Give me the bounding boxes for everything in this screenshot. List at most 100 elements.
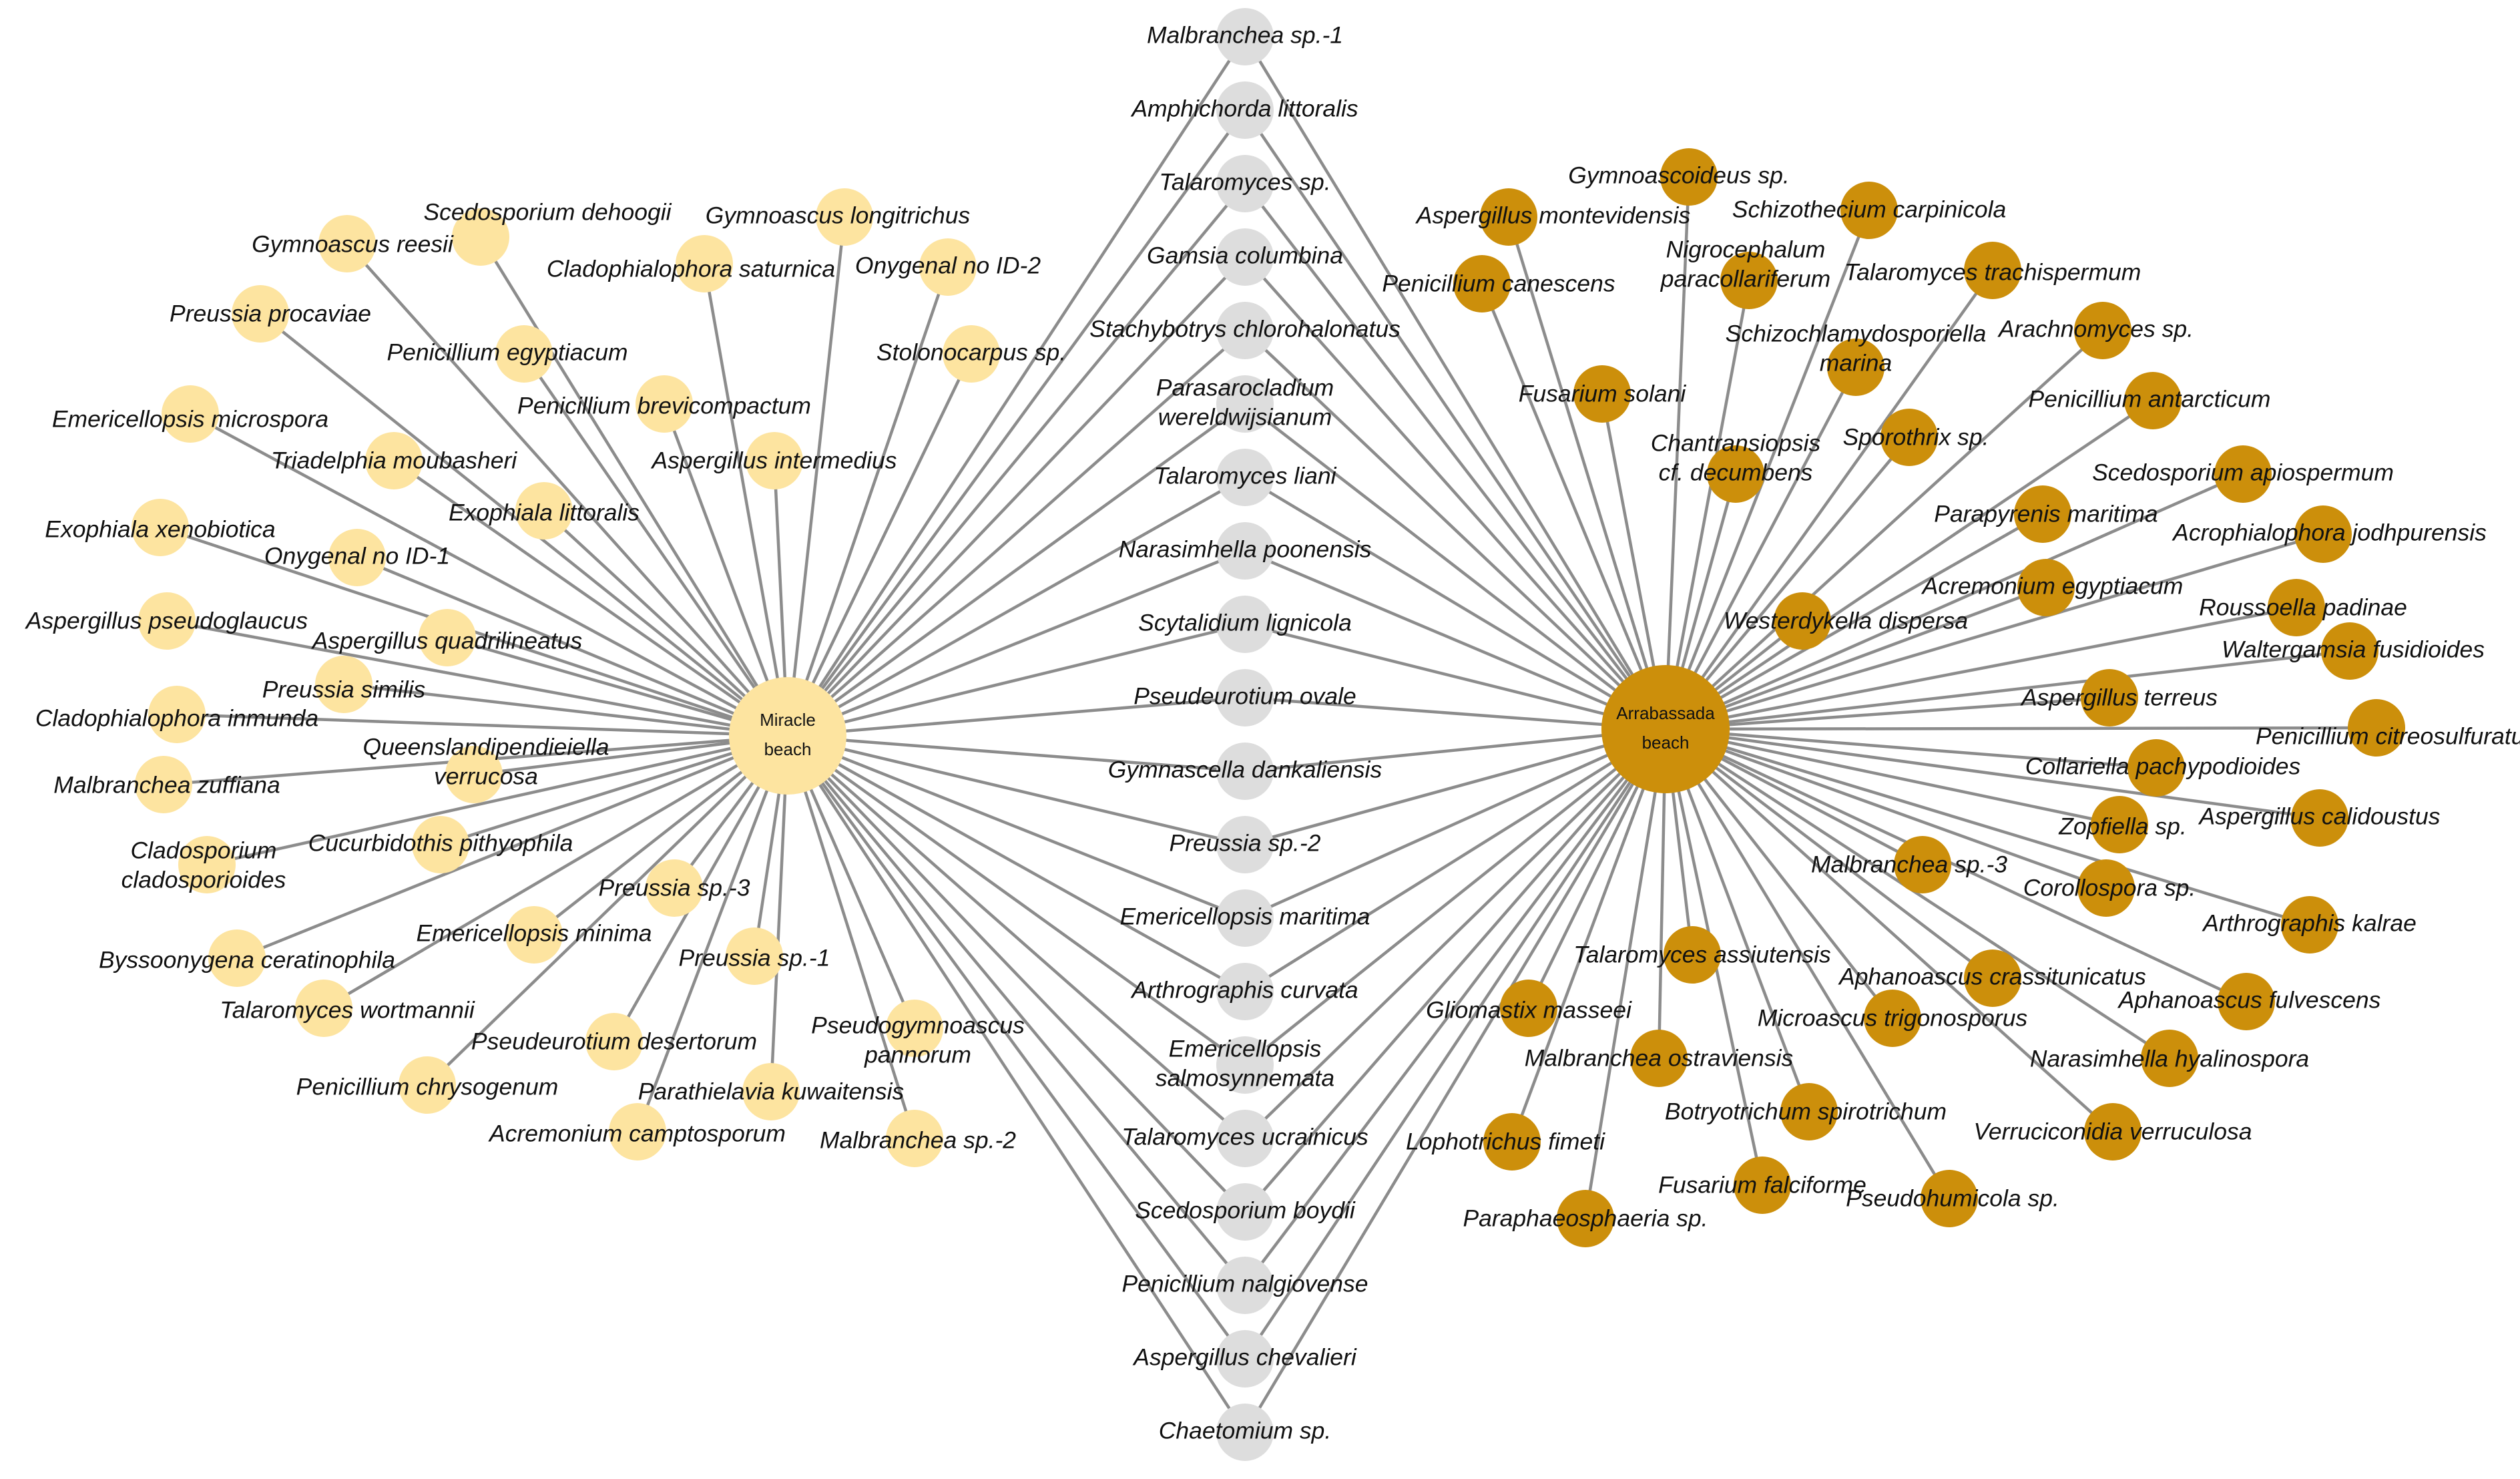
species-node-triadelphia-moubasheri[interactable]: [365, 432, 423, 489]
species-label-talaromyces-liani: Talaromyces liani: [1154, 462, 1337, 489]
species-node-aspergillus-quadrilineatus[interactable]: [419, 609, 476, 666]
species-node-schizothecium-carpinicola[interactable]: [1840, 182, 1898, 239]
species-node-scytalidium-lignicola[interactable]: [1216, 596, 1274, 653]
species-node-lophotrichus-fimeti[interactable]: [1483, 1113, 1541, 1171]
edge-miracle-penicillium-chrysogenum: [426, 734, 789, 1086]
species-node-aspergillus-pseudoglaucus[interactable]: [138, 592, 196, 650]
species-node-emericellopsis-maritima[interactable]: [1216, 889, 1274, 947]
species-node-schizochlamydosporiella-marina[interactable]: [1827, 339, 1884, 396]
species-node-aspergillus-terreus[interactable]: [2081, 669, 2138, 726]
species-node-fusarium-falciforme[interactable]: [1734, 1156, 1791, 1214]
species-node-queenslandipendieiella-verrucosa[interactable]: [445, 746, 503, 803]
species-node-arthrographis-kalrae[interactable]: [2281, 896, 2338, 954]
species-node-microascus-trigonosporus[interactable]: [1864, 990, 1921, 1047]
edge-miracle-gymnoascus-longitrichus: [786, 216, 846, 736]
species-node-chantransiopsis-cf-decumbens[interactable]: [1707, 445, 1764, 503]
species-node-chaetomium-sp[interactable]: [1216, 1404, 1274, 1461]
species-node-cucurbidothis-pithyophila[interactable]: [412, 816, 469, 873]
species-node-stolonocarpus-sp[interactable]: [943, 325, 1000, 383]
species-node-penicillium-nalgiovense[interactable]: [1216, 1257, 1274, 1314]
species-node-collariella-pachypodioides[interactable]: [2127, 739, 2185, 797]
species-node-onygenal-no-id-1[interactable]: [328, 529, 386, 586]
species-node-cladophialophora-saturnica[interactable]: [676, 235, 733, 292]
species-node-talaromyces-liani[interactable]: [1216, 449, 1274, 506]
species-node-corollospora-sp[interactable]: [2077, 859, 2135, 917]
species-node-malbranchea-ostraviensis[interactable]: [1630, 1030, 1688, 1087]
species-node-pseudohumicola-sp[interactable]: [1921, 1170, 1978, 1227]
species-node-gymnoascus-longitrichus[interactable]: [816, 188, 873, 246]
species-node-parapyrenis-maritima[interactable]: [2014, 485, 2071, 543]
species-node-gymnoascoideus-sp[interactable]: [1660, 148, 1718, 206]
species-node-emericellopsis-salmosynnemata[interactable]: [1216, 1036, 1274, 1094]
species-node-gliomastix-masseei[interactable]: [1500, 980, 1557, 1037]
species-node-scedosporium-boydii[interactable]: [1216, 1183, 1274, 1241]
species-node-arthrographis-curvata[interactable]: [1216, 963, 1274, 1020]
species-node-scedosporium-apiospermum[interactable]: [2214, 445, 2272, 503]
species-node-talaromyces-sp[interactable]: [1216, 155, 1274, 212]
species-node-pseudeurotium-ovale[interactable]: [1216, 669, 1274, 726]
species-node-amphichorda-littoralis[interactable]: [1216, 81, 1274, 139]
species-node-nigrocephalum-paracollariferum[interactable]: [1720, 252, 1778, 309]
species-node-parathielavia-kuwaitensis[interactable]: [742, 1063, 800, 1120]
species-node-aspergillus-montevidensis[interactable]: [1480, 188, 1537, 246]
species-node-preussia-sp-1[interactable]: [726, 927, 783, 985]
species-node-gymnascella-dankaliensis[interactable]: [1216, 743, 1274, 800]
species-node-talaromyces-wortmannii[interactable]: [295, 980, 352, 1037]
species-node-roussoella-padinae[interactable]: [2268, 579, 2325, 636]
species-node-penicillium-citreosulfuratum[interactable]: [2348, 699, 2405, 757]
species-node-penicillium-canescens[interactable]: [1453, 255, 1511, 312]
species-node-preussia-procaviae[interactable]: [232, 285, 289, 343]
species-node-fusarium-solani[interactable]: [1573, 365, 1631, 423]
species-node-aspergillus-calidoustus[interactable]: [2291, 789, 2348, 847]
species-node-exophiala-littoralis[interactable]: [515, 482, 573, 540]
species-node-acrophialophora-jodhpurensis[interactable]: [2294, 505, 2352, 563]
species-node-aphanoascus-fulvescens[interactable]: [2218, 973, 2275, 1030]
species-node-byssoonygena-ceratinophila[interactable]: [208, 929, 266, 987]
species-node-penicillium-brevicompactum[interactable]: [636, 375, 693, 433]
species-node-malbranchea-zuffiana[interactable]: [135, 756, 192, 813]
species-node-malbranchea-sp-3[interactable]: [1894, 836, 1951, 893]
species-node-narasimhella-poonensis[interactable]: [1216, 522, 1274, 580]
species-node-scedosporium-dehoogii[interactable]: [452, 208, 509, 266]
species-node-sporothrix-sp[interactable]: [1880, 409, 1938, 466]
species-node-talaromyces-trachispermum[interactable]: [1964, 242, 2021, 299]
species-node-preussia-sp-3[interactable]: [646, 859, 703, 917]
species-node-pseudeurotium-desertorum[interactable]: [585, 1013, 643, 1070]
species-node-arachnomyces-sp[interactable]: [2074, 302, 2131, 359]
species-node-preussia-sp-2[interactable]: [1216, 816, 1274, 873]
species-node-gamsia-columbina[interactable]: [1216, 228, 1274, 286]
species-node-paraphaeosphaeria-sp[interactable]: [1557, 1190, 1614, 1247]
species-label-malbranchea-sp-3: Malbranchea sp.-3: [1811, 851, 2007, 877]
species-node-penicillium-chrysogenum[interactable]: [399, 1056, 456, 1114]
hub-node-arrabassada[interactable]: [1601, 665, 1730, 793]
species-node-aspergillus-intermedius[interactable]: [746, 432, 803, 489]
species-node-parasarocladium-wereldwijsianum[interactable]: [1216, 375, 1274, 433]
species-node-botryotrichum-spirotrichum[interactable]: [1780, 1083, 1838, 1140]
species-node-preussia-similis[interactable]: [315, 656, 372, 713]
species-node-malbranchea-sp-2[interactable]: [886, 1110, 943, 1167]
species-node-talaromyces-ucrainicus[interactable]: [1216, 1110, 1274, 1167]
species-node-aphanoascus-crassitunicatus[interactable]: [1964, 949, 2021, 1007]
species-node-waltergamsia-fusidioides[interactable]: [2321, 622, 2378, 680]
species-node-narasimhella-hyalinospora[interactable]: [2141, 1030, 2198, 1087]
species-node-exophiala-xenobiotica[interactable]: [132, 499, 189, 556]
species-node-cladosporium-cladosporioides[interactable]: [178, 836, 236, 893]
species-node-aspergillus-chevalieri[interactable]: [1216, 1330, 1274, 1388]
species-node-pseudogymnoascus-pannorum[interactable]: [886, 1000, 943, 1057]
species-node-malbranchea-sp-1[interactable]: [1216, 8, 1274, 65]
species-node-emericellopsis-minima[interactable]: [505, 906, 563, 964]
species-node-talaromyces-assiutensis[interactable]: [1664, 926, 1721, 984]
species-node-onygenal-no-id-2[interactable]: [919, 238, 977, 296]
species-node-zopfiella-sp[interactable]: [2091, 796, 2148, 853]
species-node-verruciconidia-verruculosa[interactable]: [2084, 1103, 2141, 1160]
species-node-cladophialophora-inmunda[interactable]: [148, 686, 206, 743]
species-node-penicillium-antarcticum[interactable]: [2124, 372, 2182, 429]
species-node-westerdykella-dispersa[interactable]: [1774, 592, 1831, 650]
hub-node-miracle[interactable]: [729, 677, 846, 795]
species-node-penicillium-egyptiacum[interactable]: [495, 325, 553, 383]
species-node-stachybotrys-chlorohalonatus[interactable]: [1216, 302, 1274, 359]
species-node-gymnoascus-reesii[interactable]: [318, 215, 376, 272]
species-node-acremonium-camptosporum[interactable]: [609, 1103, 666, 1160]
species-node-acremonium-egyptiacum[interactable]: [2017, 559, 2075, 616]
species-node-emericellopsis-microspora[interactable]: [162, 385, 219, 443]
